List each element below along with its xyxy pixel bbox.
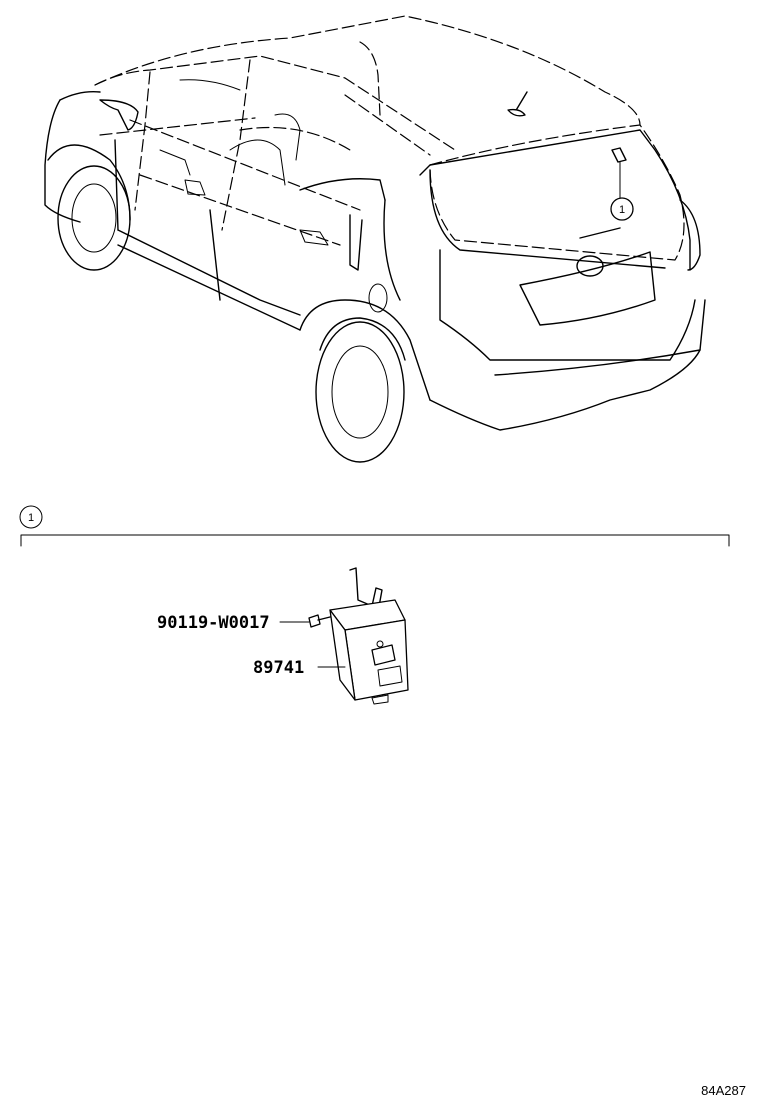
callout-1-vehicle: 1 (610, 161, 634, 221)
part-illustration (308, 567, 409, 705)
part-number-bolt: 90119-W0017 (157, 613, 270, 633)
section-circle (19, 505, 43, 529)
callout-number: 1 (619, 204, 625, 216)
part-label-90119: 90119-W0017 (157, 613, 310, 633)
detail-section: 1 (19, 505, 730, 547)
part-label-89741: 89741 (253, 658, 346, 678)
part-number-module: 89741 (253, 658, 304, 678)
section-number: 1 (28, 512, 34, 524)
vehicle-illustration (44, 15, 706, 463)
section-bracket (20, 534, 730, 547)
figure-code: 84A287 (701, 1083, 746, 1098)
